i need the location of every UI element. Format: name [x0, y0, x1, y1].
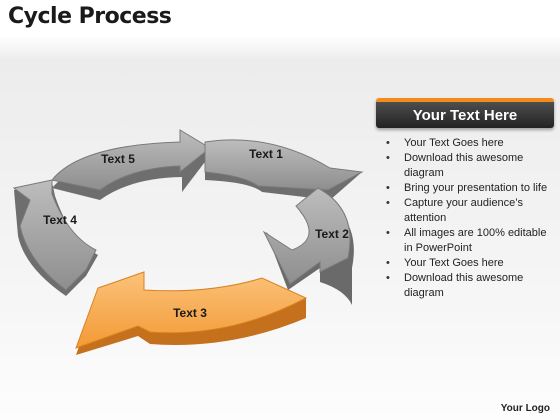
cycle-segment-4: Text 4: [12, 179, 98, 296]
cycle-segment-1: Text 1: [204, 139, 364, 200]
bullet-item: Capture your audience’s attention: [376, 196, 554, 226]
segment-5-label: Text 5: [101, 152, 135, 166]
text-panel: Your Text Here Your Text Goes here Downl…: [376, 98, 554, 301]
bullet-item: Your Text Goes here: [376, 256, 554, 271]
cycle-diagram: Text 5 Text 1 Text 2 Text 4 Text 3: [12, 129, 364, 355]
cycle-segment-5: Text 5: [51, 129, 214, 200]
segment-1-label: Text 1: [249, 147, 283, 161]
bullet-item: Bring your presentation to life: [376, 181, 554, 196]
bullet-list: Your Text Goes here Download this awesom…: [376, 136, 554, 301]
cycle-segment-3[interactable]: Text 3: [75, 271, 308, 355]
cycle-segment-2: Text 2: [262, 187, 354, 305]
page-title: Cycle Process: [8, 4, 172, 29]
panel-header: Your Text Here: [376, 98, 554, 128]
bullet-item: Download this awesome diagram: [376, 151, 554, 181]
bullet-item: All images are 100% editable in PowerPoi…: [376, 226, 554, 256]
logo-text: Your Logo: [500, 403, 550, 414]
segment-4-label: Text 4: [43, 213, 77, 227]
segment-3-label: Text 3: [173, 306, 207, 320]
bullet-item: Your Text Goes here: [376, 136, 554, 151]
segment-2-label: Text 2: [315, 227, 349, 241]
bullet-item: Download this awesome diagram: [376, 271, 554, 301]
